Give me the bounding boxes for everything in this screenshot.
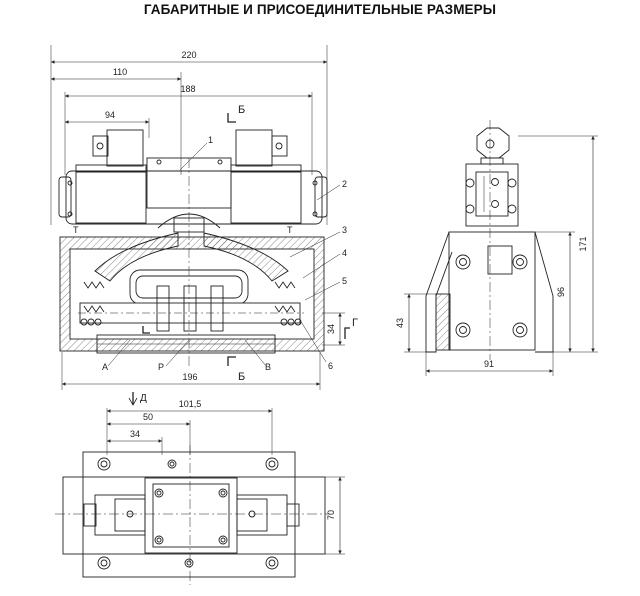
dim-plan-height: 70 — [326, 510, 336, 520]
section-mark-d: Д — [140, 393, 147, 404]
side-view — [404, 120, 598, 376]
dim-half-width: 110 — [113, 67, 127, 77]
dim-plan-mid: 50 — [143, 412, 153, 422]
callout-4: 4 — [342, 248, 347, 258]
dim-side-height-mid: 96 — [556, 287, 566, 297]
dim-side-base: 43 — [395, 318, 405, 328]
dim-body-length: 196 — [182, 372, 197, 382]
dim-plan-width: 101,5 — [179, 399, 202, 409]
plan-view — [55, 392, 345, 585]
callout-3: 3 — [342, 225, 347, 235]
dim-port-height: 34 — [326, 324, 336, 334]
section-mark-g: Г — [352, 317, 358, 329]
dim-plan-short: 34 — [130, 429, 140, 439]
section-mark-b-bottom: Б — [238, 371, 245, 383]
callout-6: 6 — [328, 361, 333, 371]
dim-side-width: 91 — [484, 359, 494, 369]
port-label-t-left: T — [73, 225, 79, 235]
port-label-t-right: T — [287, 225, 293, 235]
front-view — [50, 45, 350, 390]
callout-1: 1 — [208, 135, 213, 145]
section-mark-b-top: Б — [238, 104, 245, 116]
dim-coil-span: 188 — [180, 84, 195, 94]
callout-2: 2 — [342, 179, 347, 189]
page-title: ГАБАРИТНЫЕ И ПРИСОЕДИНИТЕЛЬНЫЕ РАЗМЕРЫ — [143, 2, 497, 17]
dim-side-height: 171 — [578, 236, 588, 251]
dim-overall-width: 220 — [181, 50, 196, 60]
port-label-p: P — [158, 362, 164, 372]
port-label-a: A — [102, 362, 108, 372]
callout-5: 5 — [342, 276, 347, 286]
port-label-b: B — [265, 362, 271, 372]
dim-coil-width: 94 — [105, 110, 115, 120]
